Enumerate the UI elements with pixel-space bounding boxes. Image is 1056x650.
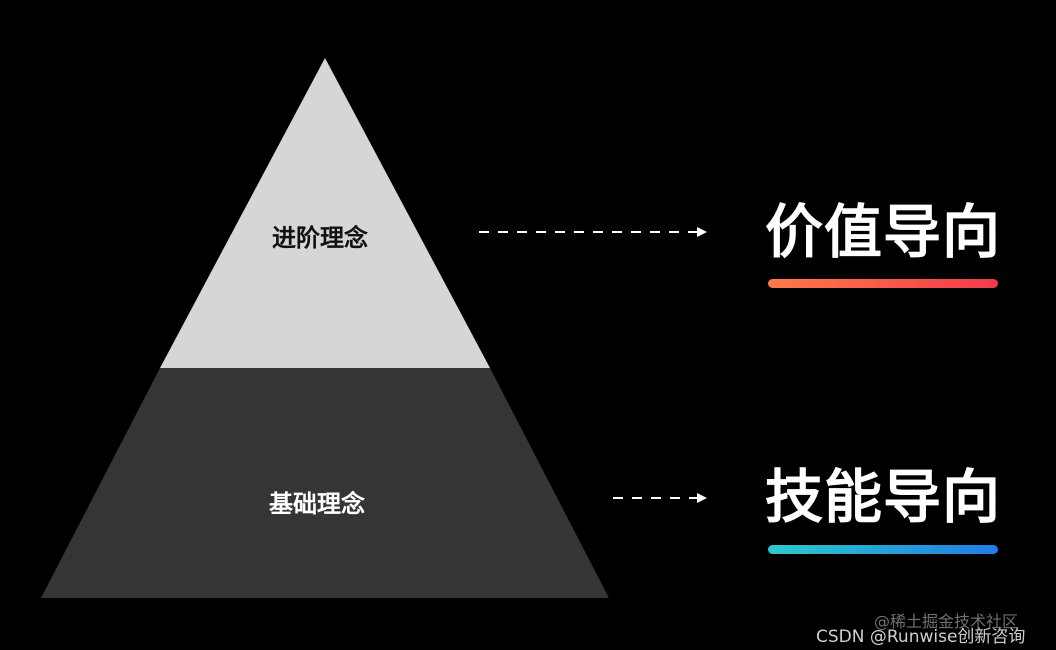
skill-oriented-heading: 技能导向: [765, 463, 1002, 531]
bottom-tier-label: 基础理念: [269, 490, 365, 518]
bottom-dashed-arrow: [613, 493, 707, 503]
juejin-watermark: @稀土掘金技术社区: [874, 612, 1019, 631]
value-oriented-heading: 价值导向: [765, 198, 1002, 266]
pyramid-top-tier: [160, 58, 490, 368]
pyramid-bottom-tier: [41, 368, 609, 598]
top-tier-label: 进阶理念: [272, 224, 368, 252]
top-dashed-arrow: [479, 227, 707, 237]
value-oriented-underline: [768, 279, 998, 288]
skill-oriented-underline: [768, 545, 998, 554]
csdn-watermark: CSDN @Runwise创新咨询: [816, 627, 1026, 647]
